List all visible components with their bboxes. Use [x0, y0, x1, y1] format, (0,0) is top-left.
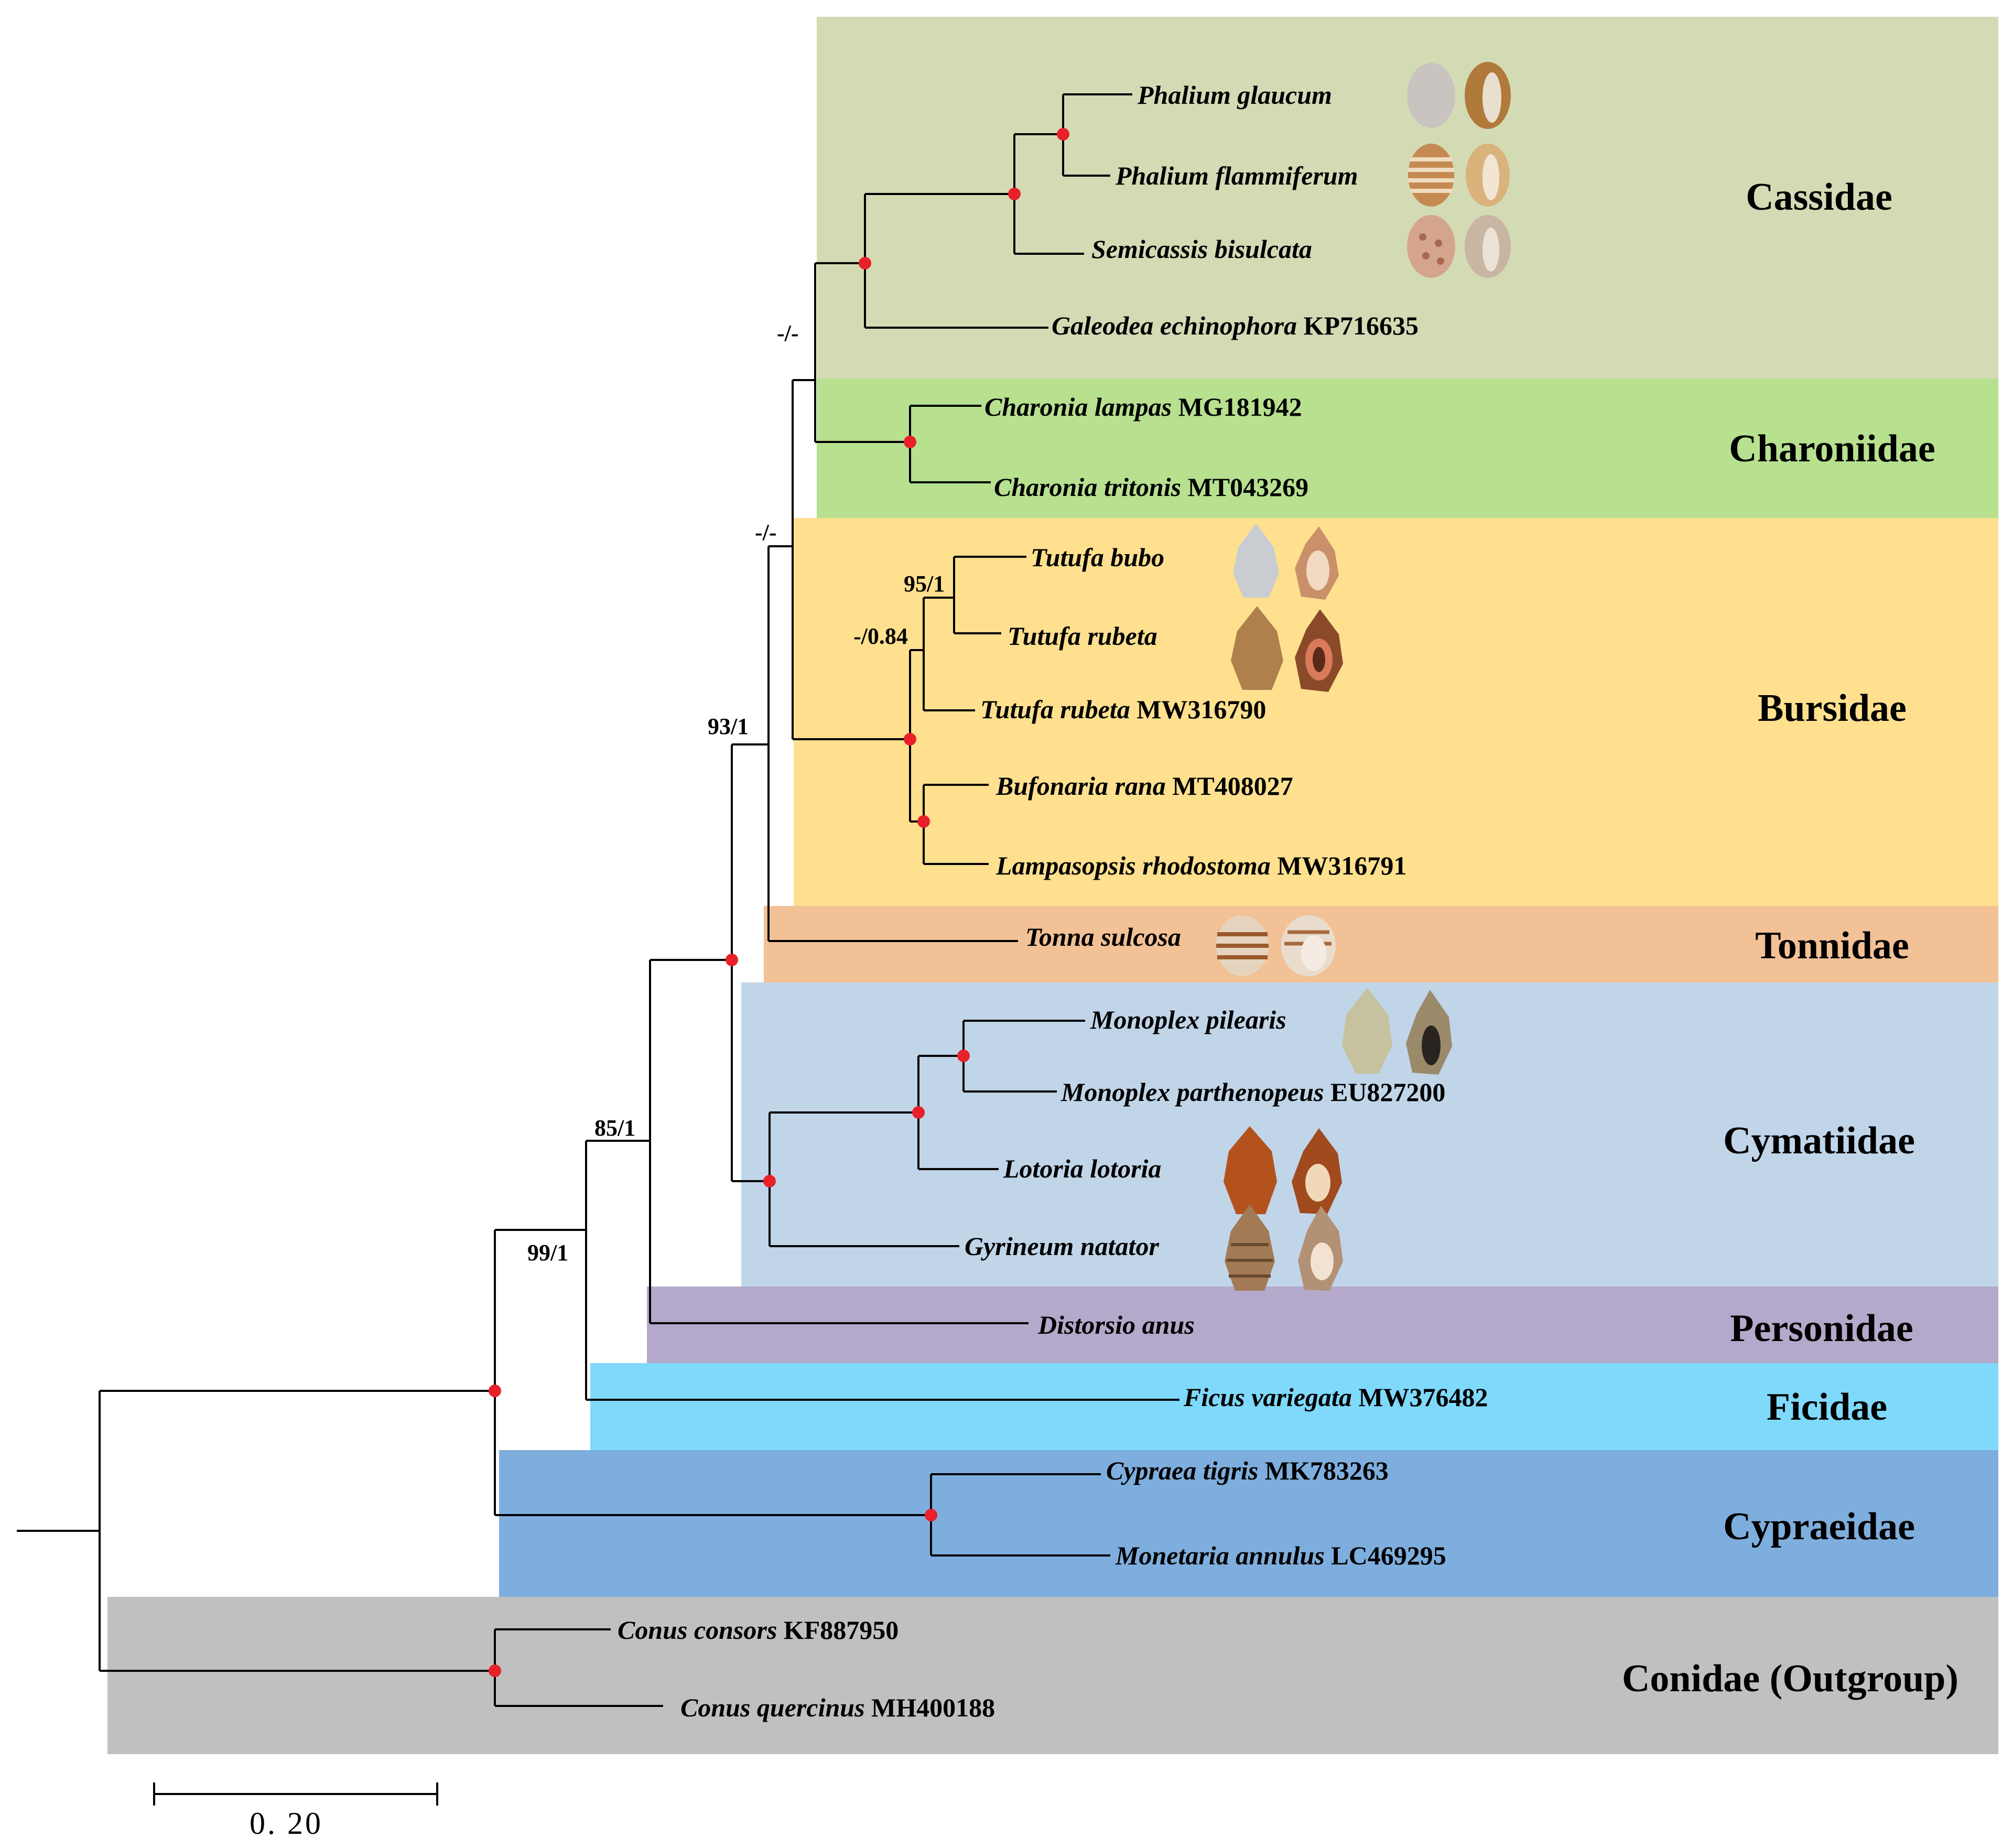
family-label: Personidae — [1730, 1307, 1913, 1350]
taxon-label: Tutufa bubo — [1031, 543, 1164, 572]
shell-image — [1216, 915, 1336, 976]
band-cypraeidae — [499, 1450, 1998, 1597]
taxon-label: Ficus variegata MW376482 — [1183, 1382, 1488, 1412]
support-label: -/- — [755, 520, 777, 545]
taxon-label: Distorsio anus — [1037, 1310, 1195, 1339]
taxon-label: Galeodea echinophora KP716635 — [1052, 311, 1419, 340]
node-marker — [726, 954, 738, 966]
node-marker — [917, 815, 930, 828]
family-label: Cassidae — [1746, 176, 1892, 219]
family-label: Cymatiidae — [1723, 1119, 1915, 1162]
branch-root-split — [99, 1390, 495, 1672]
shell-image — [1225, 1205, 1343, 1291]
branch-cassid-charon — [814, 262, 910, 443]
support-label: -/0.84 — [853, 623, 908, 649]
scale-bar-line — [153, 1782, 438, 1806]
family-bands — [107, 17, 1998, 1754]
taxon-label: Gyrineum natator — [965, 1231, 1159, 1261]
scale-bar: 0. 20 — [153, 1782, 438, 1841]
family-labels: Cassidae Charoniidae Bursidae Tonnidae C… — [1622, 176, 1958, 1700]
shell-image — [1408, 144, 1510, 207]
branch-99 — [585, 1140, 1179, 1401]
shell-image — [1224, 1126, 1342, 1214]
taxon-label: Conus quercinus MH400188 — [680, 1693, 995, 1722]
taxon-labels: Phalium glaucum Phalium flammiferum Semi… — [618, 80, 1488, 1722]
band-charoniidae — [817, 379, 1998, 518]
node-marker — [904, 436, 916, 448]
taxon-label: Semicassis bisulcata — [1091, 234, 1312, 264]
band-bursidae — [794, 518, 1998, 906]
taxon-label: Monetaria annulus LC469295 — [1115, 1541, 1446, 1570]
taxon-label: Monoplex pilearis — [1090, 1005, 1286, 1034]
support-values: -/- -/- 95/1 -/0.84 93/1 85/1 99/1 — [527, 320, 945, 1266]
branch-85 — [649, 959, 1029, 1324]
support-label: 95/1 — [904, 571, 945, 597]
shell-image — [1231, 606, 1343, 692]
taxon-label: Tutufa rubeta MW316790 — [980, 695, 1266, 724]
shell-image — [1407, 62, 1511, 129]
scale-bar-label: 0. 20 — [250, 1806, 323, 1841]
family-label: Bursidae — [1758, 687, 1907, 730]
band-ficidae — [590, 1363, 1998, 1450]
family-label: Tonnidae — [1755, 924, 1909, 967]
node-markers — [489, 128, 1069, 1677]
taxon-label: Bufonaria rana MT408027 — [995, 771, 1293, 801]
shell-images — [1216, 62, 1511, 1291]
taxon-label: Tonna sulcosa — [1025, 922, 1181, 952]
band-tonnidae — [764, 906, 1998, 982]
node-marker — [925, 1509, 937, 1521]
node-marker — [904, 733, 916, 745]
support-label: 85/1 — [594, 1115, 635, 1141]
band-personidae — [647, 1287, 1998, 1363]
support-label: 93/1 — [708, 714, 749, 739]
family-label: Cypraeidae — [1723, 1505, 1915, 1548]
taxon-label: Phalium flammiferum — [1115, 161, 1358, 190]
node-marker — [489, 1665, 501, 1677]
branch-cassid-bursid — [792, 379, 910, 740]
node-marker — [957, 1050, 970, 1062]
taxon-label: Conus consors KF887950 — [618, 1615, 899, 1645]
taxon-label: Lotoria lotoria — [1003, 1154, 1161, 1183]
taxon-label: Cypraea tigris MK783263 — [1106, 1456, 1389, 1485]
shell-image — [1233, 523, 1339, 600]
taxon-label: Phalium glaucum — [1137, 80, 1332, 110]
tree-branches — [17, 93, 1179, 1707]
shell-image — [1407, 215, 1511, 278]
branch-ingroup — [494, 1229, 931, 1516]
taxon-label: Tutufa rubeta — [1008, 621, 1157, 651]
branch-tutufa — [923, 597, 975, 711]
support-label: 99/1 — [527, 1240, 568, 1266]
node-marker — [912, 1106, 925, 1119]
support-label: -/- — [777, 320, 799, 346]
node-marker — [1008, 188, 1021, 200]
node-marker — [859, 257, 871, 269]
family-label: Conidae (Outgroup) — [1622, 1657, 1958, 1700]
node-marker — [763, 1175, 776, 1187]
branch-tonna-split — [767, 545, 1018, 942]
node-marker — [489, 1385, 501, 1397]
taxon-label: Lampasopsis rhodostoma MW316791 — [995, 851, 1406, 880]
taxon-label: Monoplex parthenopeus EU827200 — [1060, 1077, 1445, 1107]
family-label: Charoniidae — [1729, 427, 1935, 470]
branch-tutufa-inner — [953, 556, 1026, 634]
taxon-label: Charonia tritonis MT043269 — [994, 472, 1308, 502]
family-label: Ficidae — [1767, 1386, 1887, 1429]
band-conidae — [107, 1597, 1998, 1754]
shell-image — [1342, 988, 1452, 1075]
taxon-label: Charonia lampas MG181942 — [984, 392, 1302, 422]
node-marker — [1057, 128, 1069, 141]
